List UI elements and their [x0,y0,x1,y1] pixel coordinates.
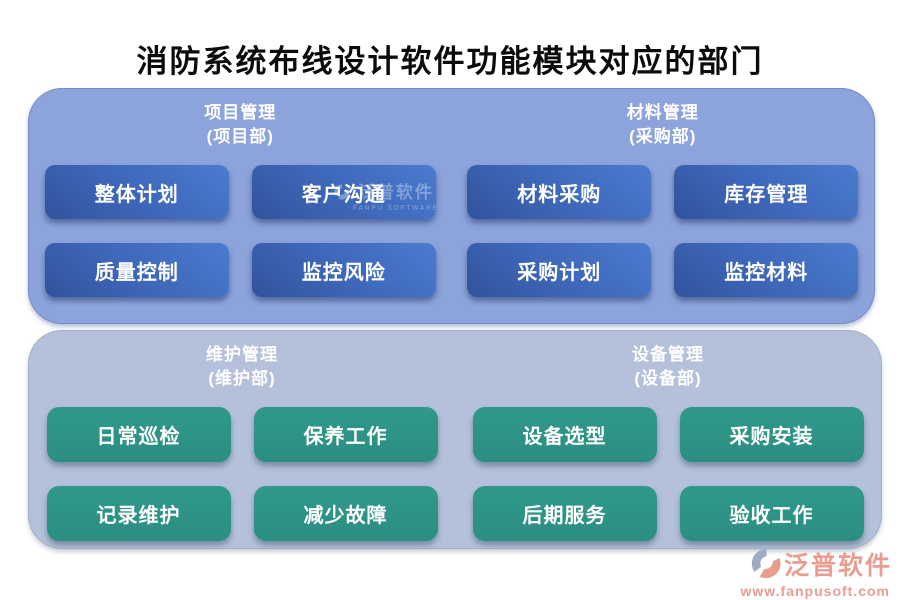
module-button-grid: 日常巡检 保养工作 记录维护 减少故障 [46,407,438,542]
module-button[interactable]: 减少故障 [253,486,438,542]
module-button[interactable]: 客户沟通 [251,165,436,220]
fanpu-logo-icon [751,548,782,584]
module-button[interactable]: 验收工作 [679,486,864,542]
section-department: (项目部) [206,127,274,147]
brand-name: 泛普软件 [783,551,892,580]
module-button[interactable]: 记录维护 [46,486,231,542]
panel-project-material: 项目管理 (项目部) 整体计划 客户沟通 质量控制 监控风险 材料管理 (采购部… [28,88,875,324]
module-button[interactable]: 设备选型 [472,407,657,463]
module-button[interactable]: 库存管理 [674,165,859,220]
module-button[interactable]: 日常巡检 [46,407,231,463]
module-button[interactable]: 材料采购 [467,165,652,220]
module-button[interactable]: 采购计划 [467,243,652,298]
brand-url-link[interactable]: www.fanpusoft.com [740,583,890,599]
module-button[interactable]: 采购安装 [679,407,864,463]
module-button[interactable]: 保养工作 [253,407,438,463]
section-department: (维护部) [208,369,276,389]
module-button[interactable]: 监控风险 [251,243,436,298]
section-department: (采购部) [629,127,697,147]
section-maintenance-management: 维护管理 (维护部) 日常巡检 保养工作 记录维护 减少故障 [29,331,455,548]
page-title: 消防系统布线设计软件功能模块对应的部门 [136,43,764,79]
section-title: 材料管理 [626,103,699,122]
section-project-management: 项目管理 (项目部) 整体计划 客户沟通 质量控制 监控风险 [29,89,452,323]
module-button[interactable]: 监控材料 [674,243,859,298]
section-title: 设备管理 [632,345,704,364]
section-equipment-management: 设备管理 (设备部) 设备选型 采购安装 后期服务 验收工作 [455,331,881,548]
module-button[interactable]: 后期服务 [472,486,657,542]
module-button-grid: 材料采购 库存管理 采购计划 监控材料 [467,165,859,298]
section-department: (设备部) [634,369,702,389]
module-button[interactable]: 质量控制 [44,243,229,298]
section-material-management: 材料管理 (采购部) 材料采购 库存管理 采购计划 监控材料 [452,89,875,323]
brand-footer: 泛普软件 www.fanpusoft.com [741,548,892,599]
module-button-grid: 整体计划 客户沟通 质量控制 监控风险 [44,165,436,298]
module-button[interactable]: 整体计划 [44,165,229,220]
section-title: 维护管理 [206,345,278,364]
section-title: 项目管理 [204,103,277,122]
panel-maintenance-equipment: 维护管理 (维护部) 日常巡检 保养工作 记录维护 减少故障 设备管理 (设备部… [28,330,882,549]
module-button-grid: 设备选型 采购安装 后期服务 验收工作 [472,407,864,542]
